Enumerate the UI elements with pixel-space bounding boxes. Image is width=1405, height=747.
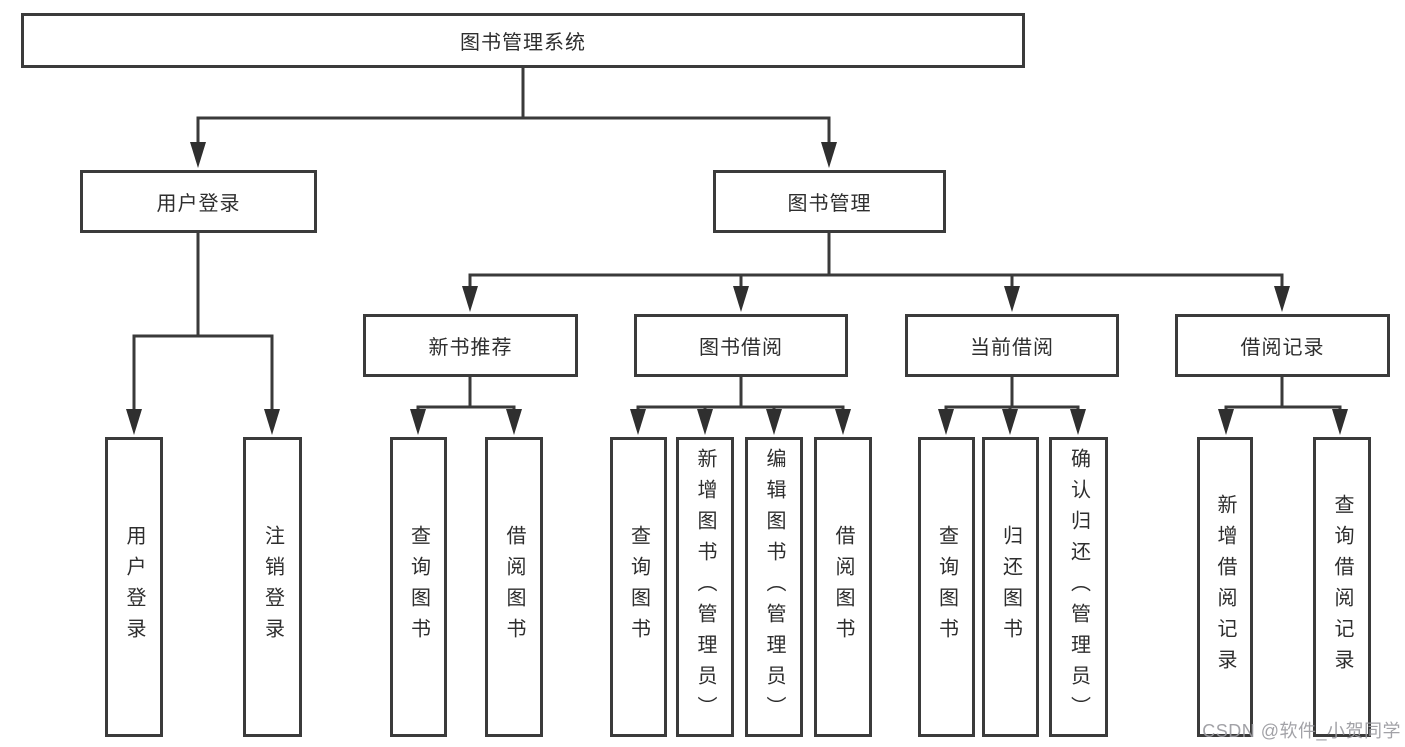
leaf-nbr-borrow-books: 借阅图书 <box>485 437 543 737</box>
leaf-nbr-query-books: 查询图书 <box>390 437 447 737</box>
node-book-mgmt: 图书管理 <box>713 170 946 233</box>
connector-book-mgmt <box>462 233 1290 312</box>
leaf-bb-borrow-books: 借阅图书 <box>814 437 872 737</box>
watermark: CSDN @软件_小贺同学 <box>1202 721 1401 741</box>
leaf-logout: 注销登录 <box>243 437 302 737</box>
connector-borrow-records <box>1218 377 1348 435</box>
node-borrow-records: 借阅记录 <box>1175 314 1390 377</box>
node-current-borrow: 当前借阅 <box>905 314 1119 377</box>
connector-book-borrow <box>630 377 851 435</box>
leaf-bb-add-books-admin: 新增图书（管理员） <box>676 437 734 737</box>
node-library-system: 图书管理系统 <box>21 13 1025 68</box>
node-new-book-rec: 新书推荐 <box>363 314 578 377</box>
connector-new-book-rec <box>410 377 522 435</box>
leaf-bb-edit-books-admin: 编辑图书（管理员） <box>745 437 803 737</box>
leaf-cb-confirm-return-admin: 确认归还（管理员） <box>1049 437 1108 737</box>
connector-root <box>190 68 837 168</box>
node-book-borrow: 图书借阅 <box>634 314 848 377</box>
connector-user-login-group <box>126 233 280 435</box>
leaf-user-login: 用户登录 <box>105 437 163 737</box>
leaf-cb-query-books: 查询图书 <box>918 437 975 737</box>
node-user-login-group: 用户登录 <box>80 170 317 233</box>
leaf-br-add-record: 新增借阅记录 <box>1197 437 1253 737</box>
leaf-br-query-record: 查询借阅记录 <box>1313 437 1371 737</box>
leaf-bb-query-books: 查询图书 <box>610 437 667 737</box>
connector-current-borrow <box>938 377 1086 435</box>
leaf-cb-return-books: 归还图书 <box>982 437 1039 737</box>
